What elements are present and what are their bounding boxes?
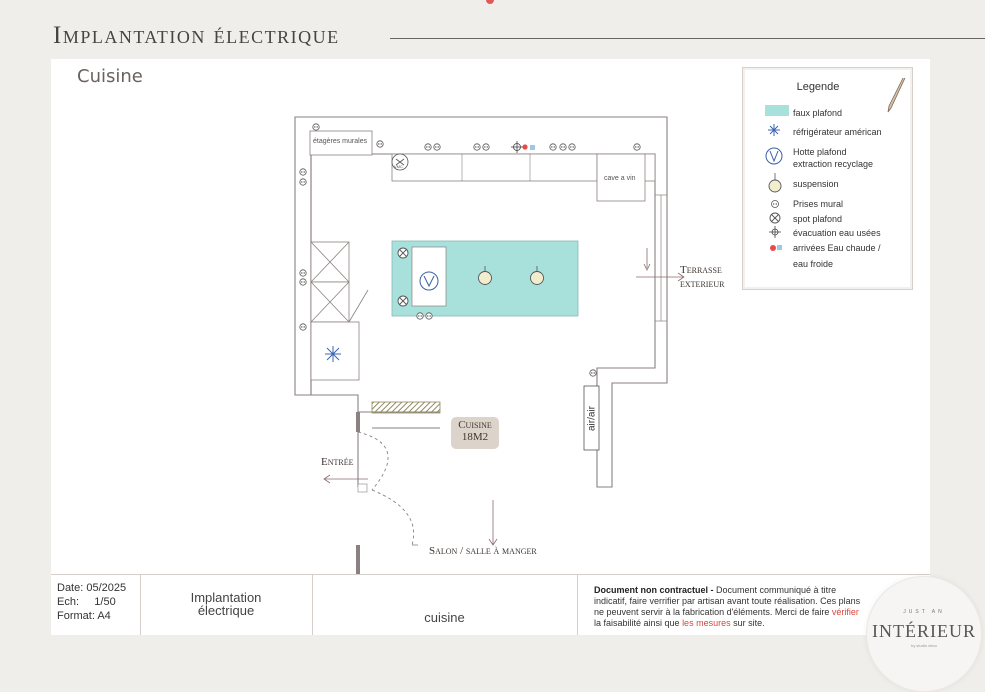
- logo-tiny: by studio deco: [911, 643, 937, 648]
- ac-label: air/air: [586, 406, 598, 432]
- legend-item: spot plafond: [793, 214, 843, 224]
- top-accent-dot: [486, 0, 494, 4]
- wall-socket: [433, 143, 441, 151]
- pendant-light-icon: [768, 173, 782, 193]
- terrace-label-1: Terrasse: [680, 264, 722, 276]
- hood-icon: [419, 271, 439, 291]
- scale: Ech: 1/50: [57, 596, 116, 608]
- wall-socket: [559, 143, 567, 151]
- legend-item: réfrigérateur américan: [793, 127, 882, 137]
- disclaimer-text-3: sur site.: [730, 618, 765, 628]
- corridor-wall: [357, 412, 440, 487]
- living-door-swing: [371, 489, 415, 546]
- title-block: Date: 05/2025 Ech: 1/50 Format: A4 Impla…: [51, 574, 930, 635]
- legend-title: Legende: [796, 81, 840, 93]
- false-ceiling-swatch-icon: [765, 105, 789, 116]
- vmc-fan-icon: [391, 153, 409, 171]
- logo-main: INTÉRIEUR: [872, 621, 976, 641]
- room-badge-name: Cuisine: [458, 419, 492, 431]
- shelves-label: étagères murales: [313, 138, 368, 145]
- brand-logo: JUST AN INTÉRIEUR by studio deco: [866, 576, 982, 692]
- shelves: [309, 130, 373, 156]
- wine-cellar: [596, 153, 646, 202]
- entry-door-swing: [357, 431, 389, 491]
- legend-item: faux plafond: [793, 108, 843, 118]
- wall-socket: [633, 143, 641, 151]
- wine-cellar-label: cave a vin: [604, 175, 636, 182]
- wall-socket: [299, 168, 307, 176]
- wall-socket: [482, 143, 490, 151]
- legend: Legende faux plafond réfrigérateur améri…: [742, 67, 913, 290]
- vmc-label: VMC: [394, 164, 403, 169]
- room-title: Cuisine: [77, 66, 143, 87]
- disclaimer-red-2: les mesures: [682, 618, 731, 628]
- wall-socket: [299, 323, 307, 331]
- hot-water-dot: [522, 144, 528, 150]
- wall-socket-icon: [771, 200, 779, 208]
- legend-item: évacuation eau usées: [793, 228, 881, 238]
- doc-title-cell: Implantation électrique: [140, 575, 313, 635]
- wall-socket: [299, 269, 307, 277]
- format: Format: A4: [57, 610, 111, 622]
- date: Date: 05/2025: [57, 582, 127, 594]
- legend-item: eau froide: [793, 259, 834, 269]
- island-socket-2: [425, 312, 433, 320]
- terrace-label-2: exterieur: [680, 278, 725, 290]
- wall-socket: [376, 140, 384, 148]
- wall-socket: [299, 278, 307, 286]
- room-badge-area: 18M2: [461, 431, 489, 443]
- disclaimer-bold: Document non contractuel -: [594, 585, 714, 595]
- date-cell: Date: 05/2025 Ech: 1/50 Format: A4: [51, 575, 141, 635]
- fridge-snowflake-icon: [325, 346, 341, 362]
- legend-item: Hotte plafond: [793, 147, 847, 157]
- doc-title-line1: Implantation: [190, 590, 262, 605]
- left-units: [310, 241, 369, 381]
- wall-socket: [299, 178, 307, 186]
- legend-item: suspension: [793, 179, 839, 189]
- wall-socket: [473, 143, 481, 151]
- page-title: Implantation électrique: [53, 22, 340, 49]
- disclaimer-text-2: la faisabilité ainsi que: [594, 618, 683, 628]
- wall-socket: [568, 143, 576, 151]
- cold-water-dot: [530, 145, 535, 150]
- doc-title-line2: électrique: [197, 603, 255, 618]
- ceiling-spot-icon: [769, 212, 781, 224]
- hood-icon: [765, 147, 783, 165]
- entry-label: Entrée: [321, 456, 354, 468]
- title-rule: [390, 38, 985, 39]
- drain-icon: [511, 141, 523, 153]
- disclaimer-text-1: Document communiqué à titre indicatif, f…: [594, 585, 861, 617]
- living-room-label: Salon / salle à manger: [429, 545, 537, 557]
- wall-hatch: [371, 401, 441, 414]
- snowflake-icon: [768, 124, 780, 136]
- logo-top: JUST AN: [903, 609, 945, 615]
- pencil-icon: [887, 77, 906, 113]
- wall-socket: [312, 123, 320, 131]
- drain-icon: [769, 226, 781, 238]
- terrace-window: [654, 194, 668, 322]
- water-supply-icon: [770, 245, 782, 251]
- legend-item: arrivées Eau chaude /: [793, 243, 881, 253]
- disclaimer-red-1: vérifier: [831, 607, 859, 617]
- footer-room: cuisine: [424, 610, 465, 625]
- island-socket-1: [416, 312, 424, 320]
- room-badge: [451, 417, 499, 449]
- room-cell: cuisine: [312, 575, 578, 635]
- ac-unit: [583, 385, 600, 451]
- wall-socket: [424, 143, 432, 151]
- wall-socket: [589, 369, 597, 377]
- legend-item: Prises mural: [793, 199, 844, 209]
- legend-item: extraction recyclage: [793, 159, 874, 169]
- ceiling-spot-1: [397, 247, 409, 259]
- ceiling-spot-2: [397, 295, 409, 307]
- wall-socket: [549, 143, 557, 151]
- disclaimer: Document non contractuel - Document comm…: [594, 585, 864, 629]
